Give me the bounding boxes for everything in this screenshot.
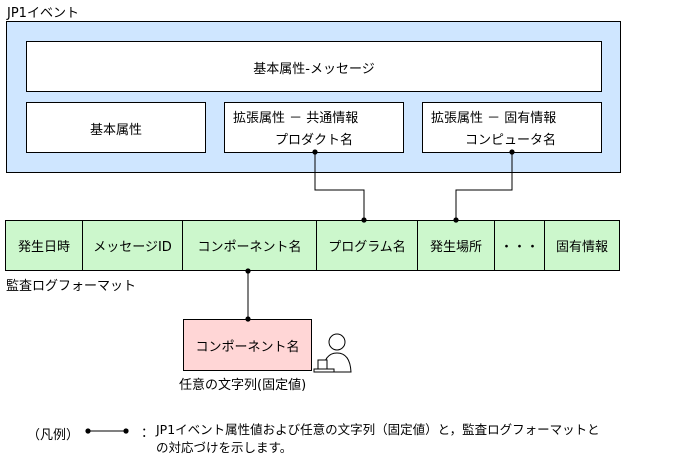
field-ellipsis: ・・・ [495,221,545,270]
field-occurred-location: 発生場所 [418,221,495,270]
extended-specific-heading: 拡張属性 － 固有情報 [431,111,557,126]
extended-specific-box: 拡張属性 － 固有情報 コンピュータ名 [422,102,602,153]
basic-attribute-box: 基本属性 [26,102,206,153]
field-occurred-datetime: 発生日時 [6,221,83,270]
program-name-dot [361,217,367,223]
component-field-dot [245,268,251,274]
fixed-value-caption: 任意の文字列(固定値) [179,378,307,393]
computer-name-label: コンピュータ名 [465,133,557,148]
legend-colon: ： [141,426,155,441]
audit-log-format-title: 監査ログフォーマット [6,279,137,294]
product-name-dot [312,149,318,155]
location-dot [453,217,459,223]
legend-dot-right [123,428,129,434]
field-component-name: コンポーネント名 [183,221,317,270]
audit-log-format-strip: 発生日時 メッセージID コンポーネント名 プログラム名 発生場所 ・・・ 固有… [5,220,620,271]
fixed-component-dot [245,316,251,322]
basic-attribute-label: 基本属性 [89,123,142,138]
legend-text-line2: の対応づけを示します。 [156,440,293,455]
person-computer-icon [313,333,352,373]
field-specific-info: 固有情報 [555,240,608,255]
computer-to-location-connector [455,152,513,220]
extended-common-heading: 拡張属性 － 共通情報 [233,111,359,126]
legend-dot-left [85,428,91,434]
fixed-component-name-label: コンポーネント名 [195,340,300,355]
message-box-label: 基本属性-メッセージ [253,62,375,77]
product-name-label: プロダクト名 [275,133,354,148]
legend-label: （凡例） [27,428,80,443]
field-message-id: メッセージID [83,221,183,270]
legend-text-line1: JP1イベント属性値および任意の文字列（固定値）と，監査ログフォーマットと [156,422,600,437]
message-box: 基本属性-メッセージ [26,41,602,92]
jp1-event-title: JP1イベント [7,6,79,21]
product-to-program-connector [314,152,365,220]
computer-name-dot [509,149,515,155]
field-program-name: プログラム名 [317,221,418,270]
jp1-event-panel: 基本属性-メッセージ 基本属性 拡張属性 － 共通情報 プロダクト名 拡張属性 … [6,21,621,173]
